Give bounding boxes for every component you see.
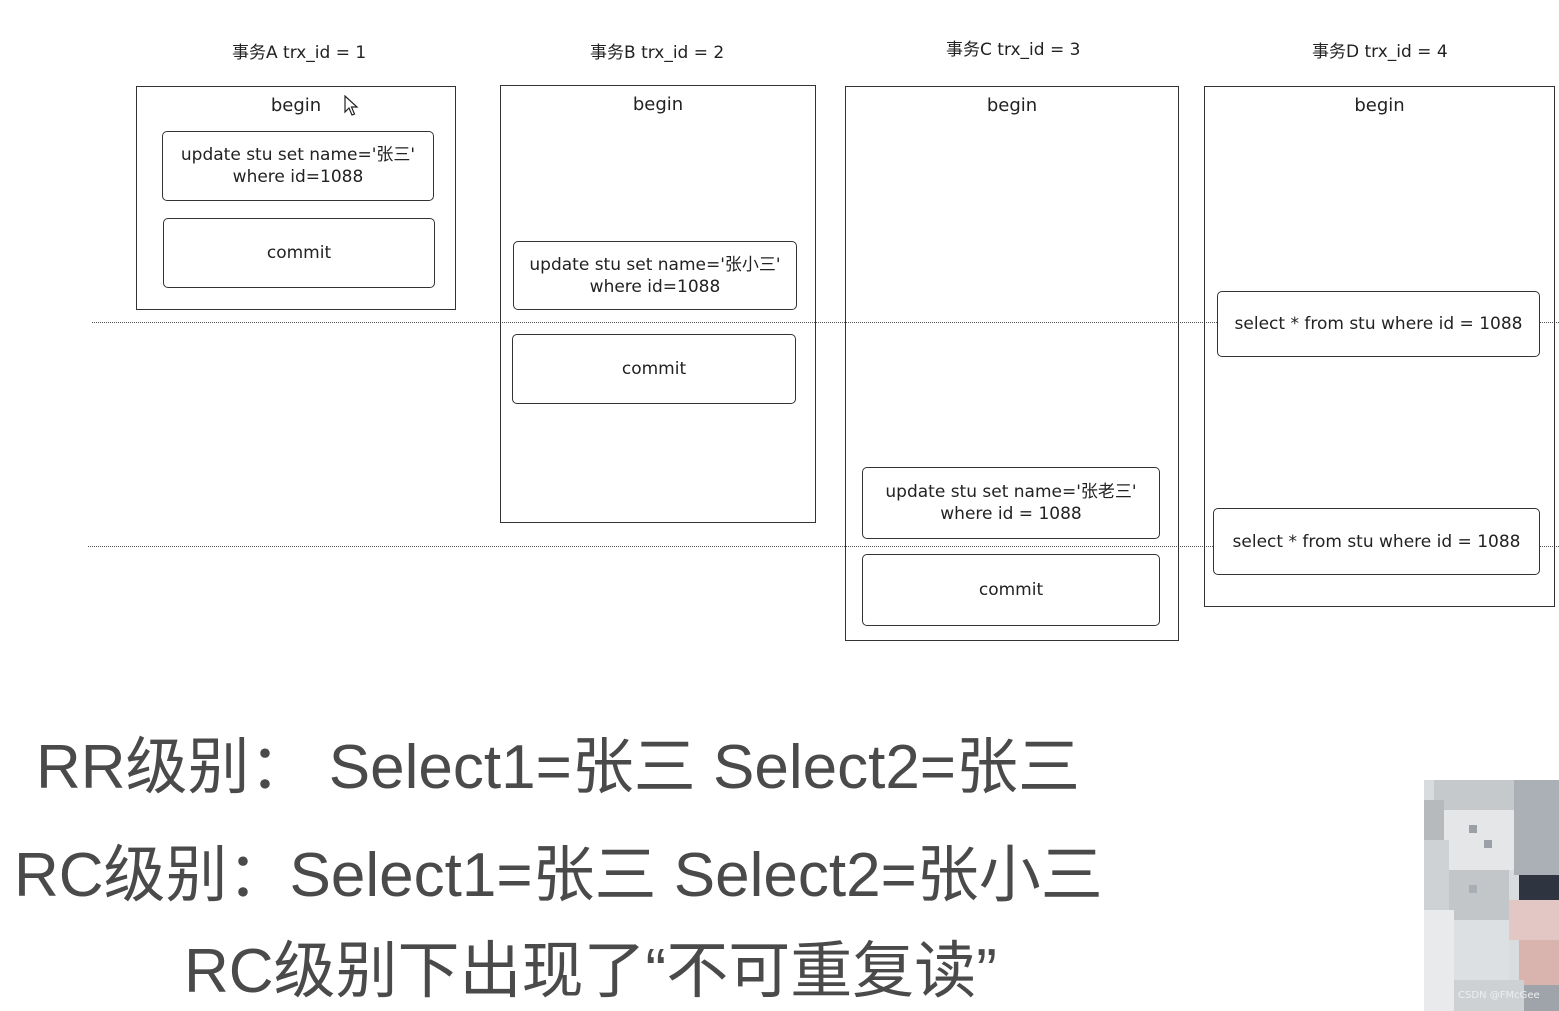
txn-c-commit-label: commit <box>979 579 1043 601</box>
txn-d-select1-box: select * from stu where id = 1088 <box>1217 291 1540 357</box>
txn-c-update-box: update stu set name='张老三' where id = 108… <box>862 467 1160 539</box>
rc-level-result: RC级别：Select1=张三 Select2=张小三 <box>14 824 1103 914</box>
csdn-watermark: CSDN @FMcGee <box>1458 990 1540 1001</box>
txn-a-title: 事务A trx_id = 1 <box>232 38 366 63</box>
txn-b-update-line2: where id=1088 <box>529 276 780 298</box>
txn-b-update-line1: update stu set name='张小三' <box>529 254 780 276</box>
txn-a-begin: begin <box>137 95 455 116</box>
txn-d-select2-label: select * from stu where id = 1088 <box>1233 531 1521 553</box>
txn-a-update-line1: update stu set name='张三' <box>181 144 415 166</box>
txn-b-begin: begin <box>501 94 815 115</box>
txn-d-begin: begin <box>1205 95 1554 116</box>
txn-c-update-line2: where id = 1088 <box>885 503 1136 525</box>
rr-level-result: RR级别： Select1=张三 Select2=张三 <box>36 716 1080 806</box>
txn-a-update-box: update stu set name='张三' where id=1088 <box>162 131 434 201</box>
txn-c-title: 事务C trx_id = 3 <box>946 35 1080 60</box>
txn-d-select2-box: select * from stu where id = 1088 <box>1213 508 1540 575</box>
txn-d-title: 事务D trx_id = 4 <box>1312 37 1448 62</box>
txn-c-begin: begin <box>846 95 1178 116</box>
txn-b-commit-box: commit <box>512 334 796 404</box>
webcam-pixel-image <box>1424 780 1559 1011</box>
txn-a-update-line2: where id=1088 <box>181 166 415 188</box>
txn-c-commit-box: commit <box>862 554 1160 626</box>
webcam-thumbnail <box>1424 780 1559 1011</box>
txn-a-commit-label: commit <box>267 242 331 264</box>
txn-a-commit-box: commit <box>163 218 435 288</box>
non-repeatable-read-note: RC级别下出现了“不可重复读” <box>184 920 997 1010</box>
txn-c-update-line1: update stu set name='张老三' <box>885 481 1136 503</box>
txn-b-commit-label: commit <box>622 358 686 380</box>
txn-b-update-box: update stu set name='张小三' where id=1088 <box>513 241 797 310</box>
mouse-cursor-icon <box>344 95 360 117</box>
txn-b-title: 事务B trx_id = 2 <box>590 38 724 63</box>
txn-d-select1-label: select * from stu where id = 1088 <box>1235 313 1523 335</box>
